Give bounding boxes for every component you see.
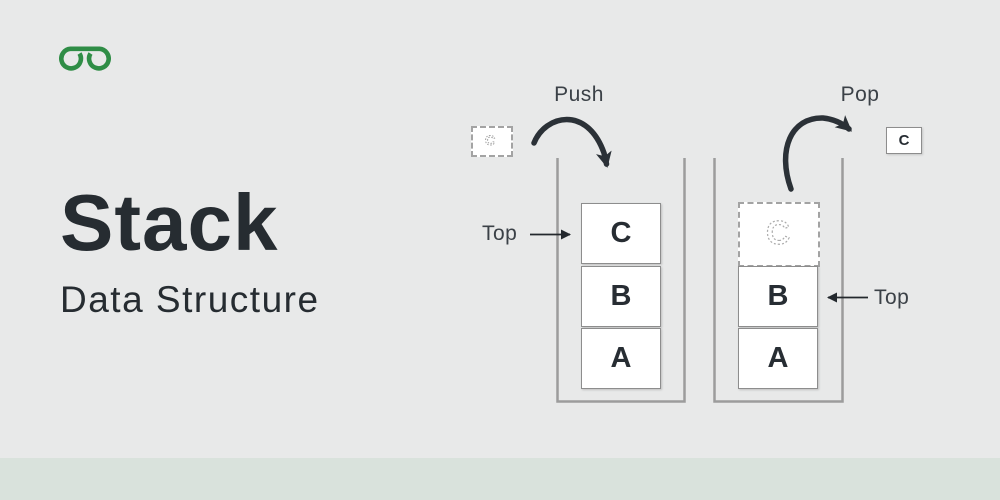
push-arrow [531,116,612,168]
popped-item-box: C [886,127,922,154]
stack-item-box-b2: B [738,266,818,327]
stack-item-box-b: B [581,266,661,327]
top-pointer-label-pop: Top [874,286,910,309]
pop-operation-label: Pop [840,83,880,106]
footer-band [0,458,1000,500]
incoming-item-box [471,126,513,157]
stack-item-box-c: C [581,203,661,264]
stack-item-box-a2: A [738,328,818,389]
stack-item-box-a: A [581,328,661,389]
page-title: Stack [60,178,279,267]
geeksforgeeks-logo-icon [59,46,111,71]
page-subtitle: Data Structure [60,279,320,320]
pop-arrow [782,115,853,192]
top-pointer-label-push: Top [482,222,518,245]
removed-item-box [738,202,820,267]
push-operation-label: Push [554,83,604,106]
